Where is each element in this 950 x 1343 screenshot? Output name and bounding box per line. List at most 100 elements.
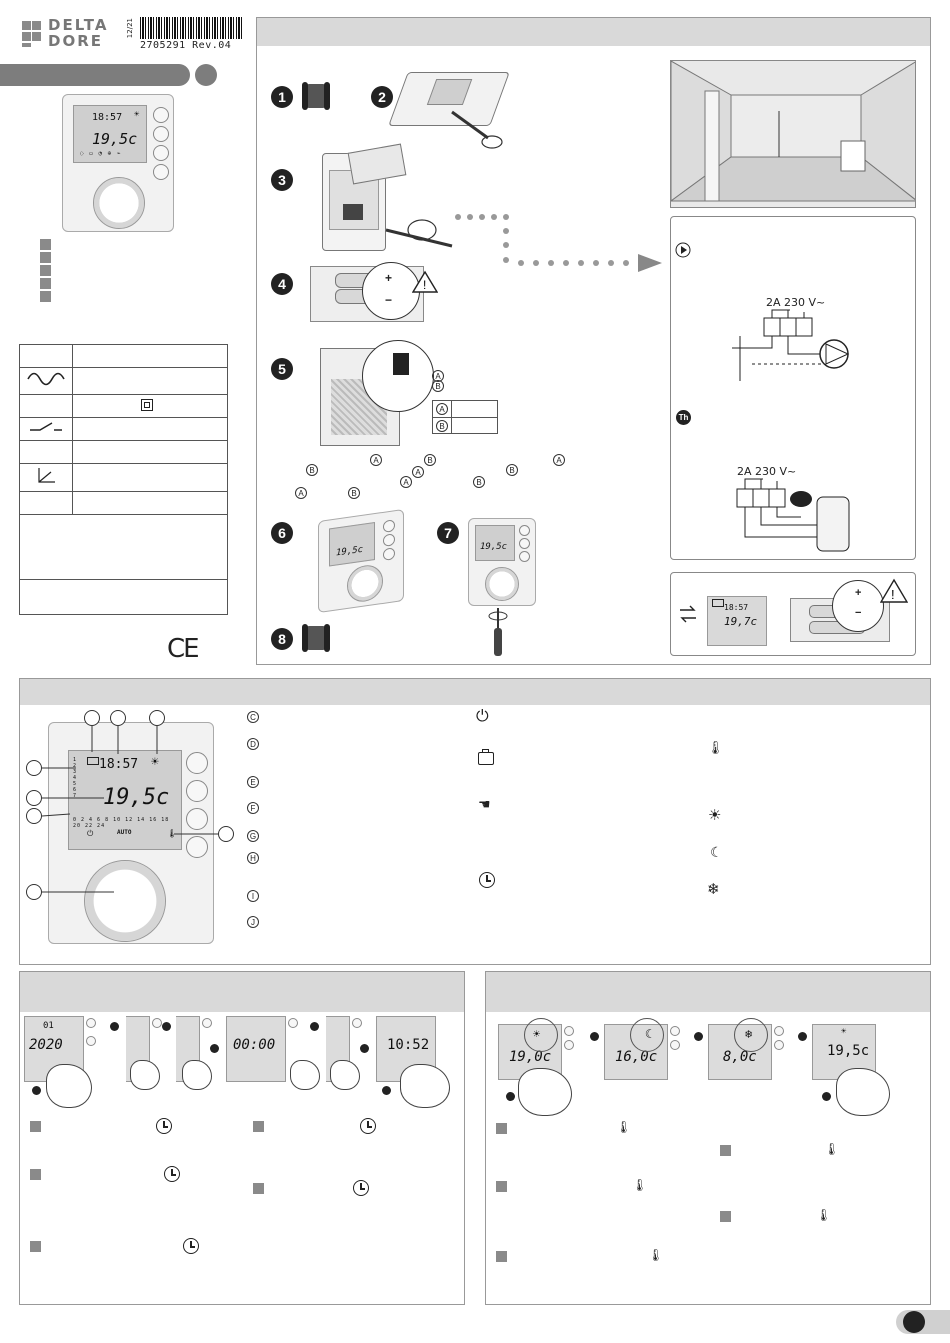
ac-wave-icon [27, 372, 65, 385]
barcode [140, 17, 242, 39]
step7-dial [485, 567, 519, 601]
ce-mark: CE [167, 634, 200, 664]
temp-bullet-3 [496, 1251, 507, 1262]
path-dot [455, 214, 461, 220]
frost-snowflake-icon: ❄ [707, 881, 720, 898]
overview-button-3[interactable] [186, 808, 208, 830]
battery-lcd-temp: 19,7c [724, 615, 758, 628]
clock-year-value: 2020 [29, 1037, 63, 1053]
clock-icon [156, 1118, 172, 1134]
temp-bullet-1 [496, 1123, 507, 1134]
clock-step-dots [382, 1086, 391, 1095]
switch-contact-icon [30, 421, 62, 431]
svg-text:!: ! [423, 278, 426, 292]
screwdriver-3-icon [385, 219, 453, 248]
pump-wiring-label: 2A 230 V~ [766, 296, 826, 309]
step-5-number: 5 [271, 358, 293, 380]
temp-final-value: 19,5c [827, 1043, 870, 1059]
step7-btn [519, 538, 530, 549]
callout-left-3 [26, 808, 42, 824]
hand-pressing-6 [400, 1064, 450, 1108]
text-ref-a: A [400, 476, 412, 488]
clock-btn-up[interactable] [152, 1018, 162, 1028]
device-dial[interactable] [93, 177, 145, 229]
screwdriver-7-icon [488, 608, 508, 656]
eco-moon-icon: ☾ [710, 844, 723, 860]
bullet-1 [40, 239, 51, 250]
step-3-number: 3 [271, 169, 293, 191]
clock-step-dots [162, 1022, 171, 1031]
device-button-4[interactable] [153, 164, 169, 180]
legend-letter-f: F [247, 802, 259, 814]
sun-icon: ☀ [151, 755, 159, 770]
clock-btn-up[interactable] [202, 1018, 212, 1028]
legend-letter-h: H [247, 852, 259, 864]
step-8-number: 8 [271, 628, 293, 650]
clock-bullet-3 [30, 1241, 41, 1252]
step6-lcd: 19,5c [329, 522, 375, 567]
boiler-wiring-diagram [736, 478, 850, 552]
bullet-5 [40, 291, 51, 302]
path-dot [533, 260, 539, 266]
clock-screen-year: 01 2020 [24, 1016, 84, 1082]
temp-bullet-4 [720, 1145, 731, 1156]
temp-btn-up[interactable] [670, 1026, 680, 1036]
temp-btn-down[interactable] [774, 1040, 784, 1050]
power-mode-icon: ⏻ [476, 708, 489, 725]
thread-spool-icon [302, 82, 330, 110]
temp-hand-1 [518, 1068, 572, 1116]
clock-btn-up[interactable] [86, 1018, 96, 1028]
bullet-3 [40, 265, 51, 276]
th-badge: Th [676, 410, 691, 425]
thread-spool-icon-2 [302, 624, 330, 652]
temp-btn-down[interactable] [670, 1040, 680, 1050]
overview-button-2[interactable] [186, 780, 208, 802]
device-button-3[interactable] [153, 145, 169, 161]
device-button-2[interactable] [153, 126, 169, 142]
hand-pressing-3 [182, 1060, 212, 1090]
path-dot [467, 214, 473, 220]
warning-icon-2: ! [880, 578, 908, 603]
legend-letter-d: D [247, 738, 259, 750]
clock-step-dots [210, 1044, 219, 1053]
overview-button-4[interactable] [186, 836, 208, 858]
text-ref-a: A [370, 454, 382, 466]
path-dot [563, 260, 569, 266]
overview-dial[interactable] [84, 860, 166, 942]
step7-btn [519, 525, 530, 536]
clock-bullet-4 [253, 1121, 264, 1132]
path-dot [623, 260, 629, 266]
path-dot [518, 260, 524, 266]
temp-step-dot [822, 1092, 831, 1101]
clock-btn-up[interactable] [352, 1018, 362, 1028]
battery-low-icon [712, 599, 724, 607]
temp-btn-up[interactable] [774, 1026, 784, 1036]
path-dot [503, 257, 509, 263]
brand-name-line1: DELTA [48, 16, 109, 34]
step-1-number: 1 [271, 86, 293, 108]
clock-btn-up[interactable] [288, 1018, 298, 1028]
temp-btn-down[interactable] [564, 1040, 574, 1050]
clock-btn-down[interactable] [86, 1036, 96, 1046]
overview-button-1[interactable] [186, 752, 208, 774]
callout-top-2 [110, 710, 126, 726]
brand-logo: DELTA DORE [22, 16, 122, 49]
text-ref-b: B [348, 487, 360, 499]
temp-btn-up[interactable] [564, 1026, 574, 1036]
swap-arrows-icon [680, 605, 696, 623]
hand-pressing-4 [290, 1060, 320, 1090]
device-button-1[interactable] [153, 107, 169, 123]
callout-right-1 [218, 826, 234, 842]
legend-letter-c: C [247, 711, 259, 723]
device-lcd-temperature: 19,5c [92, 130, 138, 148]
room-placement-illustration [670, 60, 916, 208]
clock-icon [353, 1180, 369, 1196]
path-dot [503, 228, 509, 234]
language-badge [195, 64, 217, 86]
step6-lcd-temp: 19,5c [336, 544, 364, 559]
power-icon: ⏻ [87, 829, 94, 838]
clock-panel-header [20, 972, 464, 1012]
step6-btn [383, 519, 395, 533]
step6-btn [383, 533, 395, 547]
